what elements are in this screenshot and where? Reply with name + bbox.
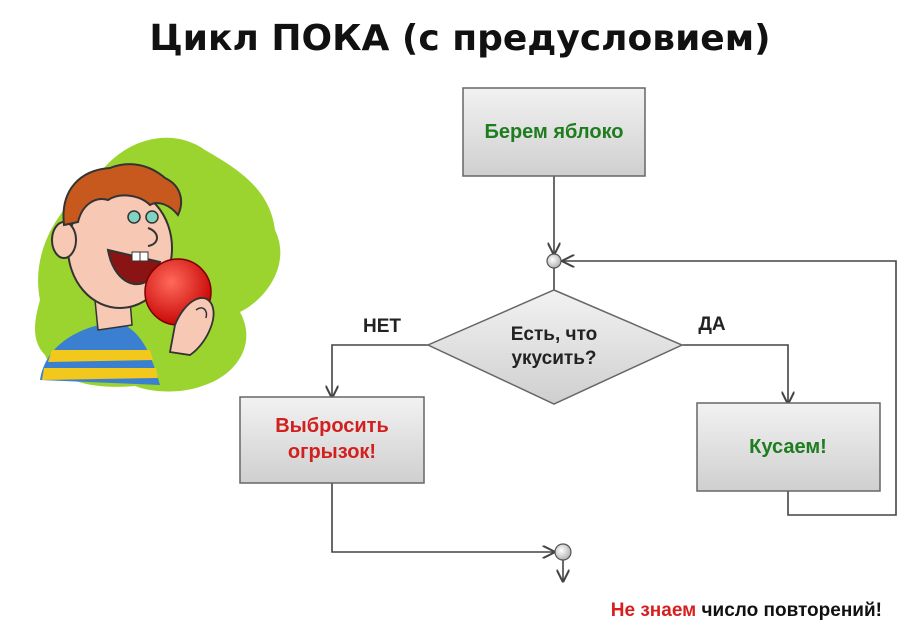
discard-line1: Выбросить	[275, 415, 389, 437]
yes-label: ДА	[698, 314, 726, 335]
decision-line1: Есть, что	[511, 324, 597, 345]
decision-diamond: Есть, что укусить?	[426, 289, 684, 405]
boy-eating-apple-illustration	[35, 137, 281, 392]
no-label: НЕТ	[363, 316, 401, 337]
arrow-yes-branch	[682, 344, 788, 403]
footer-part1: Не знаем	[610, 600, 697, 621]
connectors	[331, 176, 897, 581]
footer-part2: число повторений!	[701, 600, 883, 621]
discard-box: Выбросить огрызок!	[239, 396, 425, 484]
junction-dot	[546, 253, 562, 269]
arrow-no-branch	[332, 344, 428, 397]
page-title: Цикл ПОКА (с предусловием)	[149, 18, 771, 59]
bite-box-label: Кусаем!	[749, 436, 827, 458]
junction-dot	[554, 543, 572, 561]
bite-box: Кусаем!	[696, 402, 881, 492]
start-box-label: Берем яблоко	[484, 121, 623, 143]
decision-line2: укусить?	[511, 348, 596, 369]
footer-note: Не знаем число повторений!	[611, 600, 882, 622]
arrow-to-end	[331, 483, 554, 552]
discard-line2: огрызок!	[288, 441, 376, 463]
loop-back-arrow	[563, 261, 897, 516]
start-box: Берем яблоко	[462, 87, 646, 177]
hand	[168, 297, 215, 356]
hair	[62, 163, 183, 227]
